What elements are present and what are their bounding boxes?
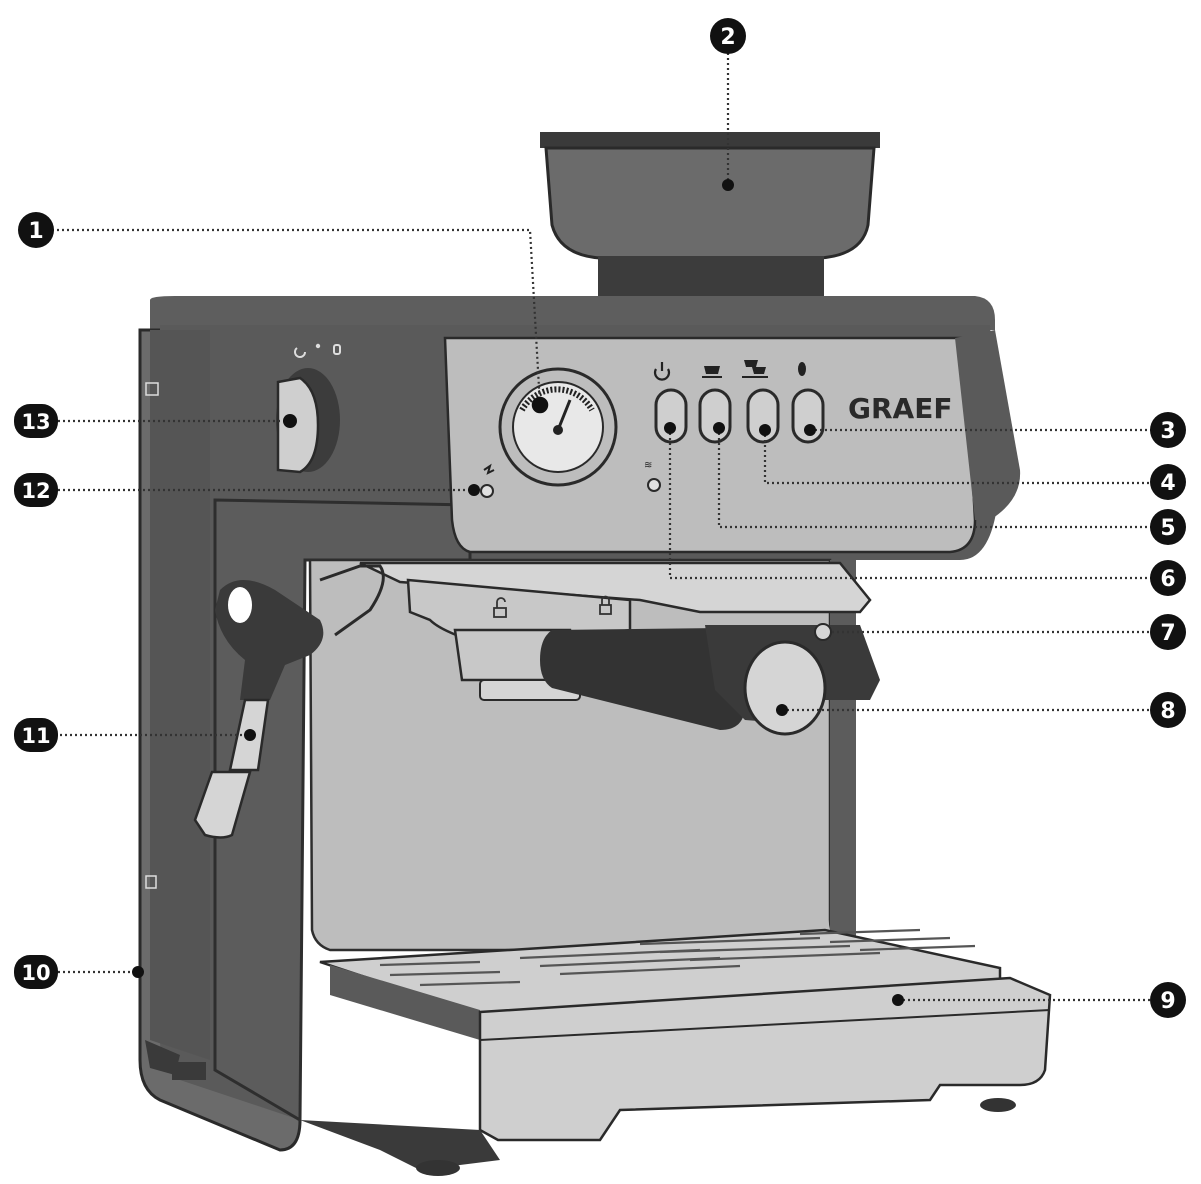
brand-logo: GRAEF xyxy=(848,392,952,425)
callout-4: 4 xyxy=(1150,464,1186,500)
cup-indicator-lamp xyxy=(647,478,661,492)
power-icon xyxy=(653,362,671,381)
callout-10: 10 xyxy=(14,955,58,989)
single-cup-button[interactable] xyxy=(698,388,732,444)
svg-text:11: 11 xyxy=(21,724,50,748)
callout-11: 11 xyxy=(14,718,58,752)
double-cup-icon xyxy=(742,360,768,378)
steam-icon xyxy=(483,463,495,475)
side-label-bottom xyxy=(145,875,157,889)
svg-text:10: 10 xyxy=(21,961,50,985)
svg-text:5: 5 xyxy=(1160,516,1175,541)
svg-text:2: 2 xyxy=(720,25,735,50)
callout-6: 6 xyxy=(1150,560,1186,596)
steam-wand[interactable] xyxy=(193,564,385,839)
svg-text:13: 13 xyxy=(21,410,50,434)
callout-7: 7 xyxy=(1150,614,1186,650)
svg-text:8: 8 xyxy=(1160,699,1175,724)
svg-text:4: 4 xyxy=(1160,471,1175,496)
svg-text:7: 7 xyxy=(1160,621,1175,646)
callout-13: 13 xyxy=(14,404,58,438)
svg-text:6: 6 xyxy=(1160,567,1175,592)
bean-hopper xyxy=(540,132,880,306)
portafilter[interactable] xyxy=(540,625,880,736)
lock-icon xyxy=(599,595,612,615)
callout-9: 9 xyxy=(1150,982,1186,1018)
svg-text:3: 3 xyxy=(1160,419,1175,444)
svg-text:12: 12 xyxy=(21,479,50,503)
svg-text:1: 1 xyxy=(28,219,43,244)
machine-base xyxy=(145,1040,1016,1176)
side-label-top xyxy=(145,382,159,396)
bean-icon xyxy=(798,362,806,376)
pressure-gauge xyxy=(498,367,618,487)
callout-12: 12 xyxy=(14,473,58,507)
knob-markers xyxy=(294,343,341,358)
group-head xyxy=(359,561,872,701)
callout-badges: 1 2 3 4 5 6 7 8 9 10 11 12 13 xyxy=(14,18,1186,1018)
leader-lines xyxy=(52,53,1163,1006)
drip-tray[interactable] xyxy=(319,928,1052,1142)
steam-indicator-lamp xyxy=(480,484,494,498)
callout-2: 2 xyxy=(710,18,746,54)
single-cup-icon xyxy=(702,366,722,378)
unlock-icon xyxy=(493,597,507,618)
power-button[interactable] xyxy=(654,388,688,444)
callout-8: 8 xyxy=(1150,692,1186,728)
group-head-sensor xyxy=(814,623,832,641)
svg-text:9: 9 xyxy=(1160,989,1175,1014)
callout-5: 5 xyxy=(1150,509,1186,545)
callout-1: 1 xyxy=(18,212,54,248)
steam-knob[interactable] xyxy=(276,368,340,474)
cup-indicator-glyph: ≋ xyxy=(644,460,652,471)
callout-3: 3 xyxy=(1150,412,1186,448)
